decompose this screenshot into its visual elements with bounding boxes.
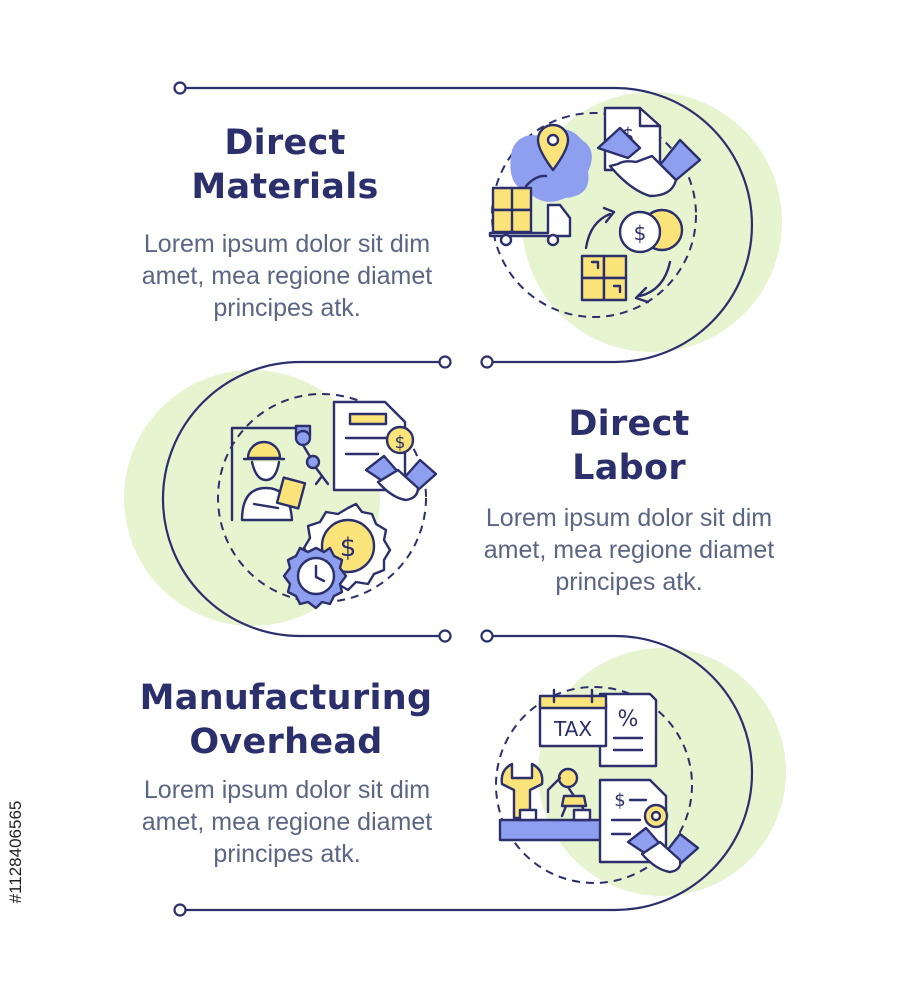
section-1-title: Direct Materials — [150, 121, 420, 209]
connector-lines — [161, 86, 754, 912]
supply-logistics-icon: $ $ — [488, 106, 702, 304]
svg-text:$: $ — [614, 790, 625, 811]
svg-text:$: $ — [634, 221, 647, 245]
svg-text:%: % — [618, 707, 639, 732]
stock-id-watermark: #1128406565 — [6, 752, 34, 952]
section-3-description: Lorem ipsum dolor sit dim amet, mea regi… — [90, 774, 484, 870]
section-3-title-line-1: Manufacturing — [139, 678, 433, 718]
section-2-title-line-2: Labor — [572, 448, 686, 488]
section-1-title-line-2: Materials — [191, 167, 379, 207]
section-1-desc-line-3: principes atk. — [213, 294, 361, 322]
stock-id-text: #1128406565 — [6, 800, 25, 904]
labor-cost-icon: $ $ — [230, 400, 438, 610]
svg-text:TAX: TAX — [553, 717, 592, 741]
dashed-rings — [217, 112, 697, 884]
section-3-desc-line-3: principes atk. — [213, 840, 361, 868]
section-2-description: Lorem ipsum dolor sit dim amet, mea regi… — [432, 502, 826, 598]
svg-text:$: $ — [340, 533, 357, 563]
section-2-title: Direct Labor — [494, 402, 764, 490]
section-1-description: Lorem ipsum dolor sit dim amet, mea regi… — [90, 228, 484, 324]
section-2-desc-line-1: Lorem ipsum dolor sit dim — [485, 504, 773, 532]
overhead-tax-icon: % TAX $ — [498, 688, 700, 874]
section-3-desc-line-2: amet, mea regione diamet — [141, 808, 433, 836]
section-3-title: Manufacturing Overhead — [100, 676, 472, 764]
svg-text:$: $ — [395, 433, 406, 453]
section-1-desc-line-2: amet, mea regione diamet — [141, 262, 433, 290]
section-1-title-line-1: Direct — [224, 123, 346, 163]
connector-nodes — [173, 81, 494, 917]
section-1-desc-line-1: Lorem ipsum dolor sit dim — [143, 230, 431, 258]
section-2-title-line-1: Direct — [568, 404, 690, 444]
section-2-desc-line-2: amet, mea regione diamet — [483, 536, 775, 564]
section-2-desc-line-3: principes atk. — [555, 568, 703, 596]
section-3-desc-line-1: Lorem ipsum dolor sit dim — [143, 776, 431, 804]
section-3-title-line-2: Overhead — [189, 722, 383, 762]
